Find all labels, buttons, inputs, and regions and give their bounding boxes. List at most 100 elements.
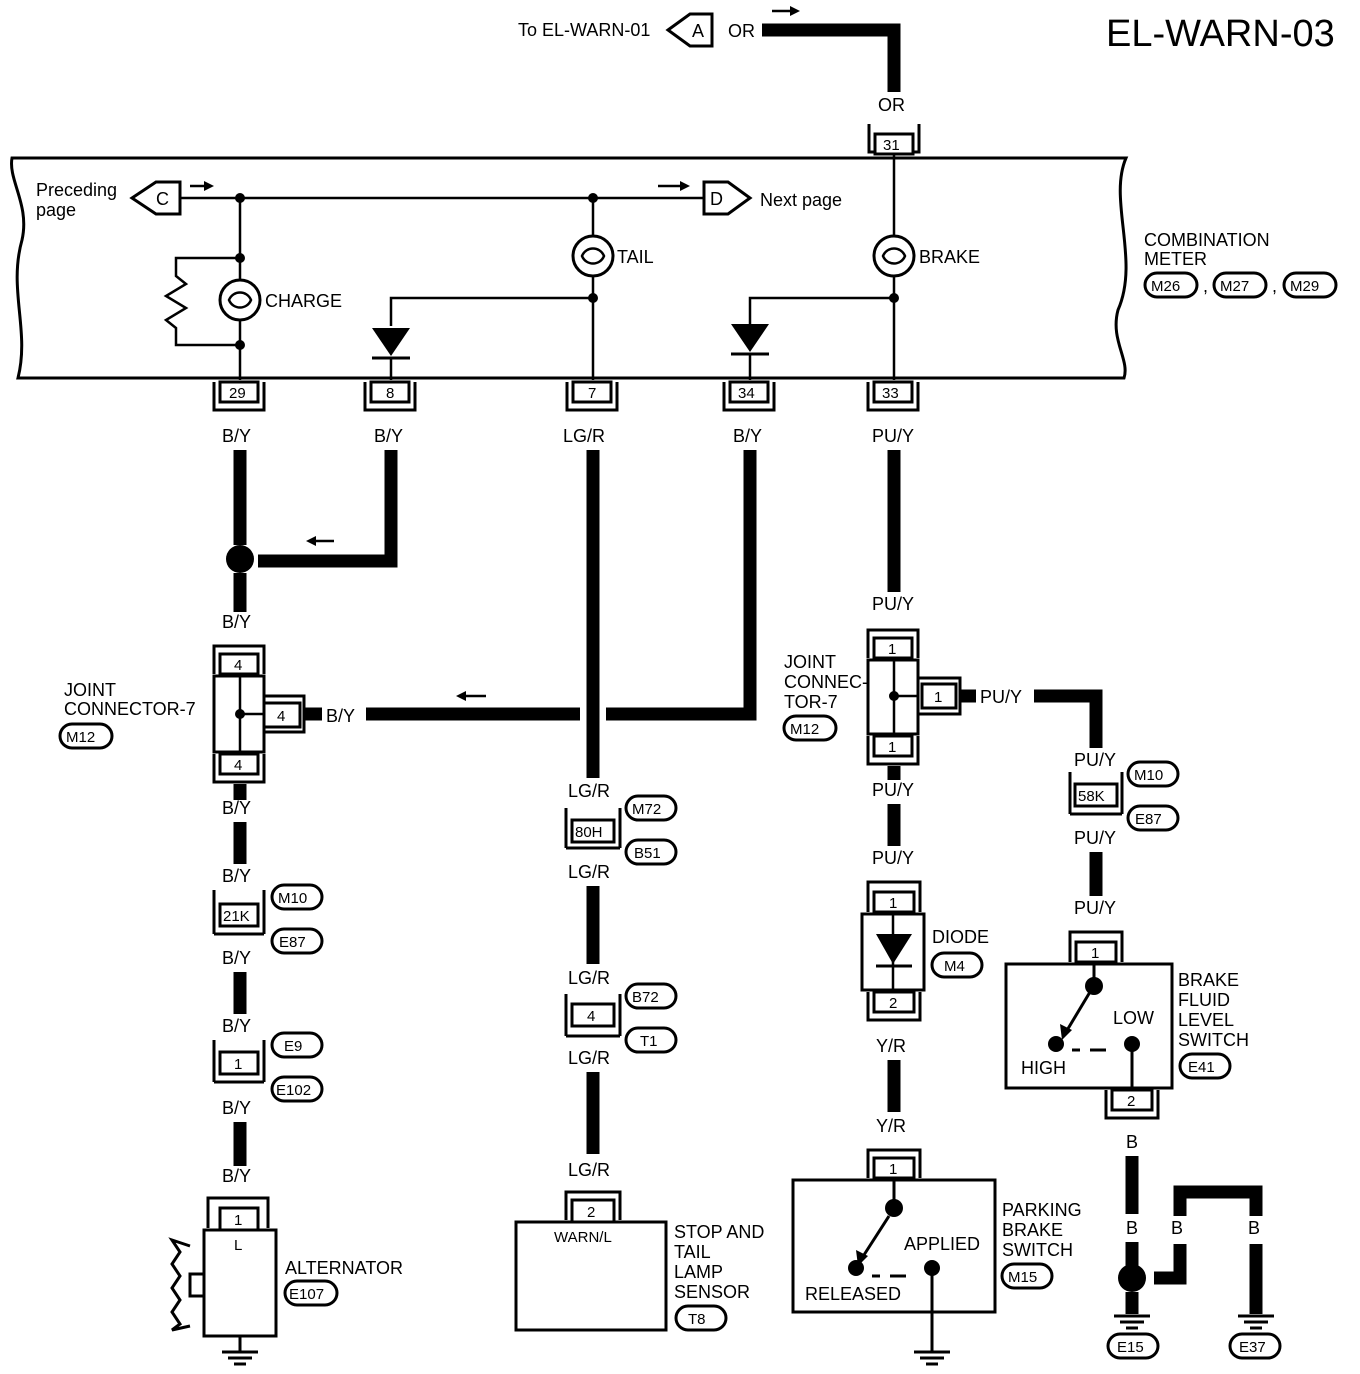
wire-label-puy: PU/Y [872, 594, 914, 614]
svg-text:E15: E15 [1117, 1339, 1144, 1356]
svg-text:C: C [156, 189, 169, 209]
svg-text:T8: T8 [688, 1311, 706, 1328]
svg-text:58K: 58K [1078, 788, 1105, 805]
svg-text:M12: M12 [66, 729, 95, 746]
off-page-connector-a[interactable]: A [665, 12, 714, 48]
meter-pin-31: 31 [867, 124, 921, 156]
brake-fluid-level-switch: 1 2 [1004, 930, 1174, 1120]
wire-label-b: B [1171, 1218, 1183, 1238]
wire-label-yr: Y/R [876, 1036, 906, 1056]
svg-text:E9: E9 [284, 1038, 302, 1055]
splice-point [226, 545, 254, 573]
joint-left-label-2: CONNECTOR-7 [64, 699, 196, 719]
joint-right-code: M12 [782, 714, 838, 742]
wire-label-by: B/Y [222, 612, 251, 632]
parking-released-label: RELEASED [805, 1284, 901, 1304]
brake-lamp-label: BRAKE [919, 247, 980, 267]
fluid-high-label: HIGH [1021, 1058, 1066, 1078]
svg-text:M10: M10 [278, 890, 307, 907]
off-page-connector-c[interactable]: C [129, 180, 182, 216]
meter-pin-34: 34 [722, 380, 776, 412]
wire-label-lgr: LG/R [568, 781, 610, 801]
svg-text:WARN/L: WARN/L [554, 1229, 612, 1246]
parking-label-3: SWITCH [1002, 1240, 1073, 1260]
svg-text:2: 2 [1127, 1093, 1135, 1110]
wire-label-puy: PU/Y [1074, 898, 1116, 918]
svg-text:4: 4 [234, 757, 242, 774]
next-page-label: Next page [760, 190, 842, 210]
meter-connector-codes: M26 , M27 , M29 [1143, 271, 1338, 299]
svg-text:1: 1 [234, 1212, 242, 1229]
wire-label-by: B/Y [222, 1166, 251, 1186]
wire-label-or-top: OR [728, 21, 755, 41]
svg-text:4: 4 [234, 657, 242, 674]
parking-switch-code: M15 [1000, 1262, 1054, 1290]
wire-label-or: OR [878, 95, 905, 115]
svg-text:E37: E37 [1239, 1339, 1266, 1356]
ground-e15: E15 [1106, 1332, 1160, 1360]
inline-connector-4: 4 B72 T1 [564, 982, 678, 1054]
svg-text:E87: E87 [279, 934, 306, 951]
charge-lamp-icon [218, 278, 262, 322]
ref-to-warn01: To EL-WARN-01 [518, 20, 650, 40]
wire-label-puy: PU/Y [872, 848, 914, 868]
svg-text:1: 1 [888, 641, 896, 658]
preceding-label-2: page [36, 200, 76, 220]
resistor-icon [163, 256, 240, 347]
flow-arrow-icon [190, 181, 214, 191]
combination-meter-outline [10, 156, 1129, 380]
wire-label-puy: PU/Y [1074, 828, 1116, 848]
wire-label-puy: PU/Y [872, 780, 914, 800]
inline-connector-21k: 21K M10 E87 [212, 883, 324, 955]
svg-text:4: 4 [277, 708, 285, 725]
fluid-label-1: BRAKE [1178, 970, 1239, 990]
sensor-label-2: TAIL [674, 1242, 711, 1262]
svg-text:B51: B51 [634, 845, 661, 862]
wire-label-by-side: B/Y [326, 706, 355, 726]
svg-text:M29: M29 [1290, 278, 1319, 295]
joint-right-label-3: TOR-7 [784, 692, 838, 712]
svg-text:D: D [710, 189, 723, 209]
svg-text:T1: T1 [640, 1033, 658, 1050]
off-page-connector-d[interactable]: D [702, 180, 753, 216]
wire-label-by-8: B/Y [374, 426, 403, 446]
joint-right-label-2: CONNEC- [784, 672, 868, 692]
parking-label-2: BRAKE [1002, 1220, 1063, 1240]
diode-code: M4 [930, 951, 984, 979]
diode-icon [372, 328, 410, 360]
stop-tail-lamp-sensor: 2 WARN/L [514, 1190, 668, 1332]
wire-label-b: B [1126, 1218, 1138, 1238]
svg-text:1: 1 [889, 1161, 897, 1178]
diode-component: 1 2 [860, 880, 926, 1022]
wire-label-lgr-7: LG/R [563, 426, 605, 446]
ground-icon [914, 1350, 950, 1366]
wire-label-b: B [1126, 1132, 1138, 1152]
wire-label-by: B/Y [222, 1098, 251, 1118]
inline-connector-80h: 80H M72 B51 [564, 794, 678, 866]
alternator-label: ALTERNATOR [285, 1258, 403, 1278]
wire-label-by: B/Y [222, 948, 251, 968]
svg-text:M12: M12 [790, 721, 819, 738]
meter-label-2: METER [1144, 249, 1207, 269]
svg-text:M72: M72 [632, 801, 661, 818]
parking-label-1: PARKING [1002, 1200, 1082, 1220]
ground-icon [1238, 1314, 1274, 1330]
svg-text:2: 2 [587, 1204, 595, 1221]
fluid-low-label: LOW [1113, 1008, 1154, 1028]
wire-label-puy-33: PU/Y [872, 426, 914, 446]
connector-a-letter: A [692, 21, 704, 41]
wire-label-lgr: LG/R [568, 1160, 610, 1180]
svg-text:31: 31 [883, 137, 900, 154]
svg-text:E107: E107 [289, 1286, 324, 1303]
wire-by-8 [258, 450, 398, 568]
svg-text:1: 1 [1091, 945, 1099, 962]
alternator-code: E107 [283, 1279, 339, 1307]
diode-label: DIODE [932, 927, 989, 947]
svg-text:34: 34 [738, 385, 755, 402]
wire-label-by-29: B/Y [222, 426, 251, 446]
preceding-label-1: Preceding [36, 180, 117, 200]
diode-icon [731, 324, 769, 356]
svg-text:1: 1 [234, 1056, 242, 1073]
wire-by-34 [606, 450, 757, 721]
